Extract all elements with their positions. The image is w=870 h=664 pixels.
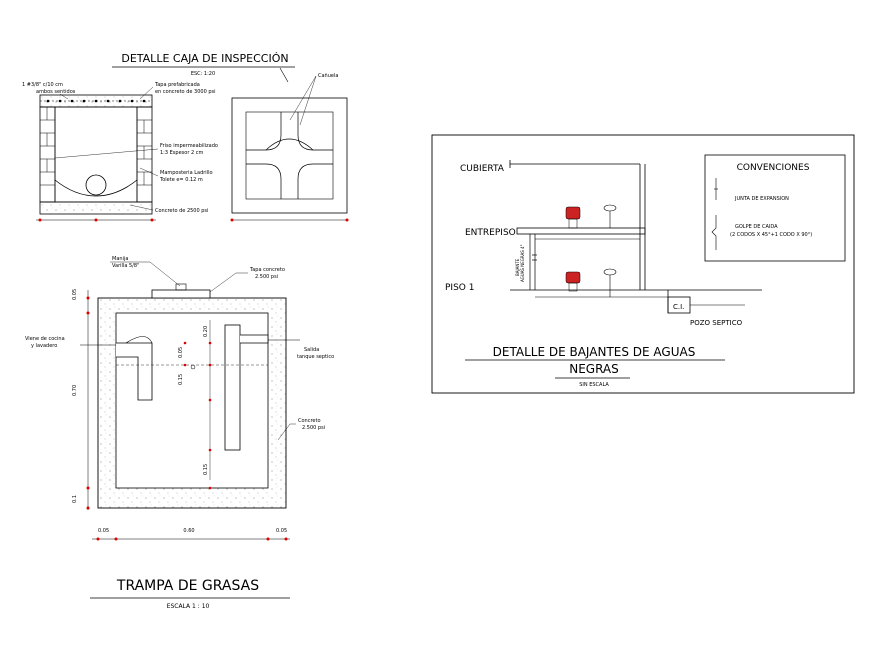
trampa-ann-manija-1: Manija <box>112 256 128 262</box>
bajantes-bajante-label-1: BAJANTE <box>515 258 520 276</box>
trampa-ann-concreto-1: Concreto <box>298 418 321 424</box>
bajantes-bajante-label-2: AGUAS NEGRAS 4" <box>520 244 525 282</box>
caja-ann-tapa-1: Tapa prefabricada <box>154 82 200 88</box>
trampa-ann-tapa-1: Tapa concreto <box>249 267 285 273</box>
sink-fixture-lower <box>603 268 617 297</box>
convenciones-legend: CONVENCIONES JUNTA DE EXPANSION GOLPE DE… <box>704 154 846 262</box>
bajantes-entrepiso-label: ENTREPISO <box>465 228 516 238</box>
sink-fixture-upper <box>603 204 617 228</box>
caja-ann-mamp-1: Mamposteria Ladrillo <box>160 170 213 176</box>
bajantes-scale: SIN ESCALA <box>579 382 609 388</box>
trampa-grasas-detail: 0.05 0.70 0.1 0.20 0.05 0.15 0.15 0.05 0… <box>25 256 334 610</box>
caja-inspeccion-detail: DETALLE CAJA DE INSPECCIÓN ESC: 1:20 <box>22 52 349 222</box>
conv-golpe-1: GOLPE DE CAIDA <box>735 224 778 230</box>
trampa-ann-manija-2: Varilla 5/8" <box>112 263 139 269</box>
caja-plan-view: Cañuela <box>230 73 349 222</box>
trampa-title: TRAMPA DE GRASAS <box>116 578 259 594</box>
trampa-dim-inner-1: 0.05 <box>178 347 184 358</box>
caja-ann-friso-2: 1:3 Espesor 2 cm <box>160 150 203 156</box>
trampa-dim-inner-4: 0.15 <box>203 464 209 475</box>
trampa-dim-width-right: 0.05 <box>276 528 287 534</box>
bajantes-frame <box>431 134 855 394</box>
toilet-fixture-upper <box>565 206 581 229</box>
bajantes-detail: CUBIERTA ENTREPISO PISO 1 C.I. POZO SEPT… <box>431 134 855 394</box>
conv-junta: JUNTA DE EXPANSION <box>734 196 789 202</box>
caja-ann-concreto: Concreto de 2500 psi <box>155 208 208 214</box>
trampa-dim-height: 0.70 <box>72 385 78 396</box>
conv-title: CONVENCIONES <box>737 163 810 173</box>
trampa-ann-salida-1: Salida <box>304 347 319 353</box>
trampa-ann-viene-2: y lavadero <box>31 343 57 349</box>
trampa-ann-viene-1: Viene de cocina <box>25 336 65 342</box>
bajantes-ci-label: C.I. <box>673 303 684 311</box>
conv-golpe-2: (2 CODOS X 45°+1 CODO X 90°) <box>730 232 812 238</box>
caja-scale: ESC: 1:20 <box>191 71 215 77</box>
trampa-ann-concreto-2: 2.500 psi <box>302 425 325 431</box>
trampa-dim-bottom: 0.1 <box>72 495 78 503</box>
bajantes-title-1: DETALLE DE BAJANTES DE AGUAS <box>493 345 696 359</box>
trampa-ann-salida-2: tanque septico <box>297 354 334 360</box>
caja-ann-canuela: Cañuela <box>318 73 338 79</box>
caja-ann-varilla-2: ambos sentidos <box>36 89 76 95</box>
caja-title: DETALLE CAJA DE INSPECCIÓN <box>121 52 288 65</box>
caja-section-view <box>36 94 156 222</box>
caja-ann-friso-1: Friso impermeabilizado <box>160 143 218 149</box>
toilet-fixture-lower <box>565 271 581 292</box>
trampa-ann-tapa-2: 2.500 psi <box>255 274 278 280</box>
trampa-scale: ESCALA 1 : 10 <box>167 603 210 610</box>
trampa-dim-width: 0.60 <box>183 528 194 534</box>
trampa-dim-top: 0.05 <box>72 289 78 300</box>
caja-ann-tapa-2: en concreto de 3000 psi <box>155 89 216 95</box>
caja-ann-varilla-1: 1 #3/8" c/10 cm <box>22 82 63 88</box>
bajantes-piso-label: PISO 1 <box>445 283 474 293</box>
bajantes-pozo-label: POZO SEPTICO <box>690 319 743 327</box>
bajantes-title-2: NEGRAS <box>569 362 619 376</box>
trampa-dim-inner-3: 0.20 <box>203 326 209 337</box>
caja-ann-mamp-2: Tolete e= 0.12 m <box>159 177 203 183</box>
bajantes-cubierta-label: CUBIERTA <box>460 164 505 174</box>
trampa-dim-width-left: 0.05 <box>98 528 109 534</box>
trampa-dim-inner-2: 0.15 <box>178 374 184 385</box>
